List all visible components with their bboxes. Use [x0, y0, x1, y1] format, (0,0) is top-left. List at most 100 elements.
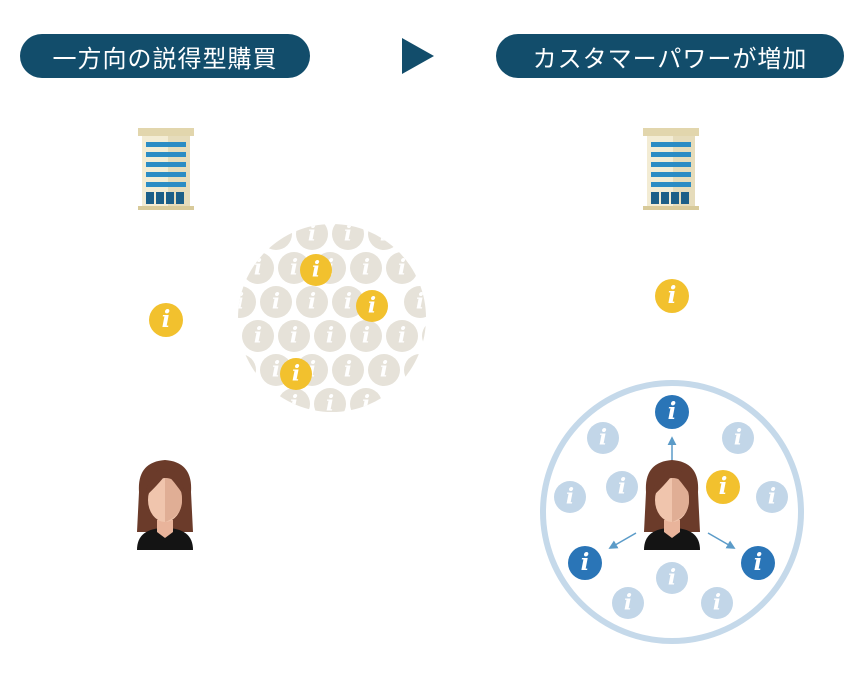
info-icon: i	[386, 252, 418, 284]
arrow-line	[707, 532, 736, 549]
info-icon: i	[368, 354, 400, 386]
info-icon: i	[350, 388, 382, 417]
influence-ring	[540, 380, 804, 644]
info-icon: i	[242, 388, 274, 417]
info-icon: i	[440, 422, 472, 454]
info-icon: i	[458, 388, 490, 420]
svg-text:i: i	[470, 324, 478, 349]
info-icon: i	[404, 286, 426, 318]
svg-text:i: i	[618, 475, 626, 500]
info-icon: i	[422, 252, 442, 284]
svg-text:i: i	[272, 426, 280, 451]
svg-text:i: i	[380, 426, 388, 451]
svg-text:i: i	[416, 290, 424, 315]
svg-text:i: i	[452, 222, 460, 247]
info-icon: i	[722, 422, 754, 454]
svg-text:i: i	[272, 290, 280, 315]
info-icon: i	[587, 422, 619, 454]
left-title-label: 一方向の説得型購買	[52, 44, 278, 73]
svg-text:i: i	[452, 290, 460, 315]
info-icon: i	[386, 388, 418, 417]
svg-text:i: i	[344, 358, 352, 383]
info-icon: i	[756, 481, 788, 513]
svg-text:i: i	[308, 426, 316, 451]
info-icon: i	[422, 388, 426, 412]
svg-text:i: i	[368, 294, 376, 319]
svg-text:i: i	[713, 591, 721, 616]
info-icon: i	[260, 422, 292, 454]
svg-text:i: i	[380, 222, 388, 247]
svg-text:i: i	[290, 256, 298, 281]
info-icon: i	[606, 471, 638, 503]
right-title-label: カスタマーパワーが増加	[532, 44, 808, 73]
info-icon: i	[260, 222, 292, 250]
svg-text:i: i	[380, 358, 388, 383]
right-title-pill: カスタマーパワーが増加	[496, 34, 844, 78]
svg-text:i: i	[768, 485, 776, 510]
info-icon: i	[368, 222, 400, 250]
info-icon: i	[440, 218, 472, 250]
office-building-icon	[138, 128, 194, 210]
svg-text:i: i	[272, 222, 280, 247]
info-icon: i	[296, 422, 328, 454]
info-icon: i	[280, 358, 312, 390]
info-icon: i	[332, 286, 364, 318]
info-icon: i	[458, 252, 490, 284]
info-icon: i	[350, 252, 382, 284]
svg-text:i: i	[668, 566, 676, 591]
svg-text:i: i	[326, 392, 334, 417]
svg-text:i: i	[668, 398, 677, 425]
woman-avatar-icon	[137, 460, 193, 550]
svg-text:i: i	[416, 426, 424, 451]
info-icon: i	[314, 388, 346, 417]
info-icon: i	[260, 286, 292, 318]
svg-text:i: i	[254, 392, 262, 417]
info-icon: i	[440, 286, 472, 318]
svg-text:i: i	[236, 222, 244, 247]
info-icon: i	[242, 252, 274, 284]
svg-text:i: i	[254, 256, 262, 281]
svg-text:i: i	[434, 324, 442, 349]
info-icon: i	[741, 546, 775, 580]
svg-text:i: i	[434, 256, 442, 281]
info-icon: i	[706, 470, 740, 504]
info-icon: i	[350, 320, 382, 352]
svg-text:i: i	[362, 392, 370, 417]
info-icon: i	[296, 286, 328, 318]
info-icon: i	[314, 320, 346, 352]
info-icon: i	[236, 222, 256, 250]
svg-text:i: i	[290, 392, 298, 417]
play-arrow-icon	[402, 38, 434, 74]
info-icon: i	[386, 320, 418, 352]
info-icon: i	[238, 286, 256, 318]
info-icon: i	[404, 422, 436, 454]
woman-avatar-icon	[644, 460, 700, 550]
svg-text:i: i	[452, 426, 460, 451]
svg-text:i: i	[162, 306, 171, 333]
info-icon: i	[404, 354, 426, 386]
svg-text:i: i	[734, 426, 742, 451]
svg-text:i: i	[326, 324, 334, 349]
svg-text:i: i	[290, 324, 298, 349]
info-icon: i	[368, 422, 400, 454]
info-icon: i	[149, 303, 183, 337]
svg-text:i: i	[581, 549, 590, 576]
svg-text:i: i	[754, 549, 763, 576]
svg-text:i: i	[398, 392, 406, 417]
info-icon: i	[332, 422, 364, 454]
svg-text:i: i	[254, 324, 262, 349]
svg-text:i: i	[308, 290, 316, 315]
info-icon: i	[224, 422, 256, 454]
svg-text:i: i	[398, 256, 406, 281]
svg-text:i: i	[566, 485, 574, 510]
info-icon: i	[332, 354, 364, 386]
left-title-pill: 一方向の説得型購買	[20, 34, 310, 78]
svg-text:i: i	[362, 256, 370, 281]
arrow-line	[608, 532, 637, 549]
info-icon: i	[296, 224, 328, 250]
info-icon: i	[568, 546, 602, 580]
info-icon: i	[332, 224, 364, 250]
svg-text:i: i	[470, 256, 478, 281]
